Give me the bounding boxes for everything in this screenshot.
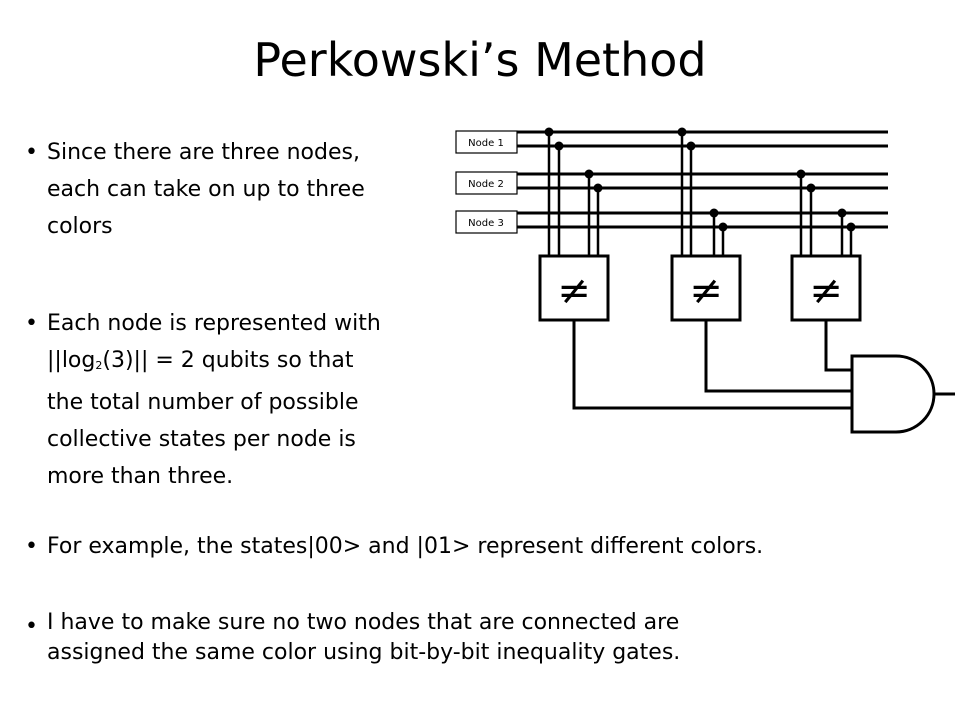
bullet-line: more than three. (47, 464, 234, 489)
connection-dots (544, 127, 856, 232)
qubit-wires (517, 130, 888, 229)
bullet-line: For example, the states|00> and |01> rep… (47, 534, 764, 559)
gate-outputs (572, 320, 852, 410)
bullet-line: the total number of possible (47, 390, 359, 415)
bullet-line-log-formula: ||log2(3)|| = 2 qubits so that (47, 342, 381, 384)
not-equal-symbol: ≠ (689, 268, 723, 314)
bullet-three-nodes: • Since there are three nodes, each can … (25, 134, 445, 245)
node-label-1: Node 1 (468, 138, 504, 149)
bullet-dot: • (25, 311, 38, 336)
slide-title: Perkowski’s Method (253, 33, 707, 87)
node-label-3: Node 3 (468, 218, 504, 229)
and-gate (850, 354, 936, 434)
gate3-output-wire (824, 320, 852, 372)
node-label-2: Node 2 (468, 179, 504, 190)
bullet-line: Each node is represented with (47, 311, 381, 336)
bullet-dot: • (25, 534, 38, 559)
bullet-dot: • (25, 140, 38, 165)
node-labels (455, 130, 518, 234)
bullet-inequality-gates: • I have to make sure no two nodes that … (25, 608, 955, 668)
gate1-inputs (547, 132, 600, 256)
gate2-inputs (680, 132, 725, 256)
log-subscript: 2 (95, 359, 103, 372)
inequality-gate-1 (538, 254, 610, 322)
node-label-box (455, 171, 518, 195)
bullet-example-states: • For example, the states|00> and |01> r… (25, 528, 955, 565)
gate2-output-wire (704, 320, 852, 393)
node-label-box (455, 210, 518, 234)
node-label-box (455, 130, 518, 154)
not-equal-symbol: ≠ (809, 268, 843, 314)
bullet-line: assigned the same color using bit-by-bit… (47, 640, 681, 665)
log-suffix: (3)|| = (102, 348, 181, 373)
bullet-line: colors (47, 214, 113, 239)
not-equal-symbol: ≠ (557, 268, 591, 314)
bullet-dot: • (25, 614, 38, 639)
bullet-line: Since there are three nodes, (47, 140, 360, 165)
inequality-gate-2 (670, 254, 742, 322)
bullet-line: each can take on up to three (47, 177, 365, 202)
bullet-node-representation: • Each node is represented with ||log2(3… (25, 305, 445, 495)
bullet-line: collective states per node is (47, 427, 356, 452)
gate1-output-wire (572, 320, 852, 410)
log-prefix: ||log (47, 348, 96, 373)
inequality-circuit-diagram: Node 1 Node 2 Node 3 (455, 127, 955, 434)
bullet-line: I have to make sure no two nodes that ar… (47, 610, 680, 635)
gate3-inputs (799, 174, 853, 256)
inequality-gate-3 (790, 254, 862, 322)
log-rest: 2 qubits so that (180, 348, 354, 373)
